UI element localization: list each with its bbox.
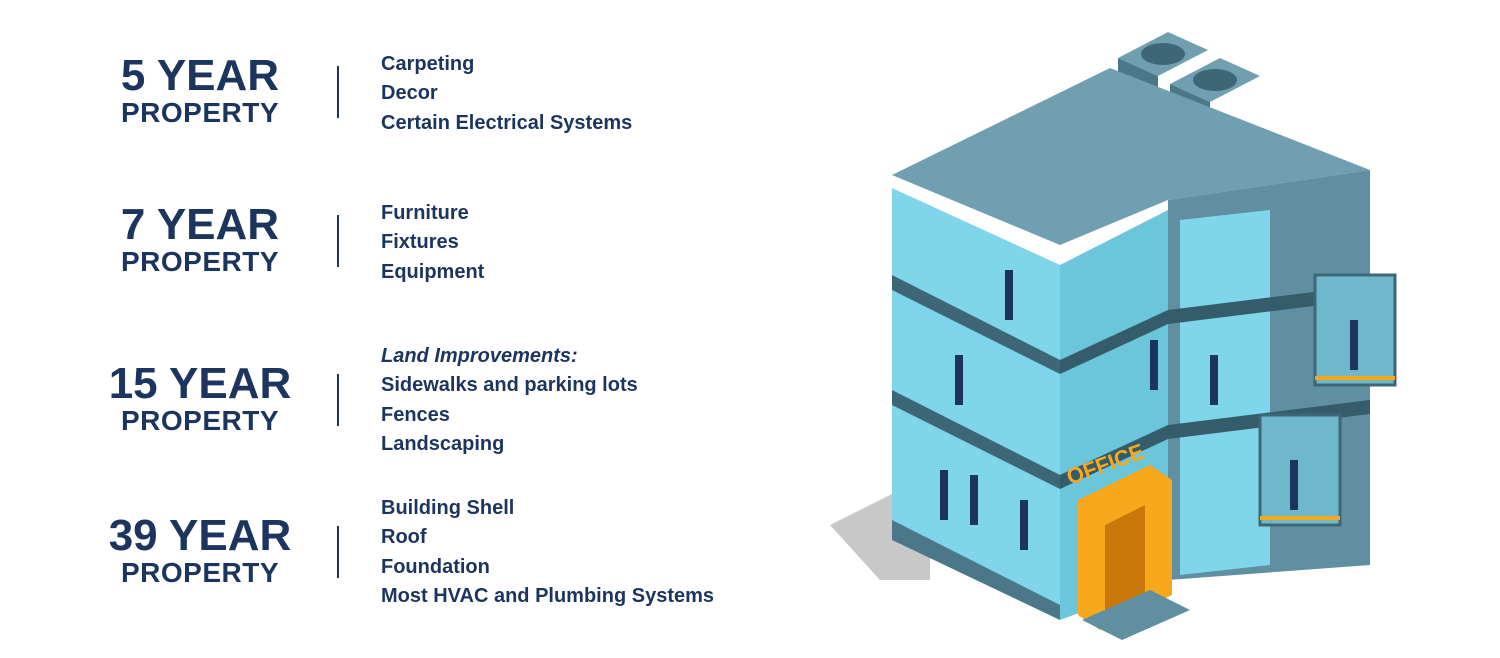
years-text: 7 YEAR (120, 200, 280, 249)
item-list: Furniture Fixtures Equipment (381, 199, 484, 287)
years-text: 39 YEAR (108, 511, 292, 560)
person-icon (1350, 320, 1358, 370)
period-label: 39 YEAR PROPERTY (80, 514, 320, 588)
fan-icon (1141, 43, 1185, 65)
list-item: Building Shell (381, 497, 515, 519)
property-text: PROPERTY (120, 97, 280, 128)
item-list: Land Improvements: Sidewalks and parking… (381, 342, 638, 459)
divider (337, 526, 339, 578)
list-item: Fences (381, 403, 450, 426)
entrance-steps (1082, 590, 1190, 640)
floor-slab (1060, 425, 1168, 489)
period-label: 7 YEAR PROPERTY (80, 203, 320, 277)
list-heading: Land Improvements: (381, 345, 578, 367)
floor-slab (892, 275, 1060, 374)
list-item: Sidewalks and parking lots (381, 374, 638, 397)
person-icon (1020, 500, 1028, 550)
office-building-illustration: OFFICE (830, 32, 1397, 640)
property-text: PROPERTY (120, 246, 280, 277)
years-text: 5 YEAR (120, 51, 280, 100)
tower-glass (1180, 210, 1270, 575)
person-icon (1150, 340, 1158, 390)
building-base (892, 520, 1060, 620)
list-item: Most HVAC and Plumbing Systems (381, 584, 715, 607)
divider (337, 374, 339, 426)
list-item: Foundation (381, 555, 490, 578)
list-item: Roof (381, 526, 427, 549)
period-label: 15 YEAR PROPERTY (80, 362, 320, 436)
list-item: Landscaping (381, 432, 505, 455)
door-opening (1105, 505, 1145, 625)
divider (337, 215, 339, 267)
floor-slab (1060, 310, 1168, 374)
property-text: PROPERTY (120, 557, 280, 588)
list-item: Furniture (381, 202, 469, 224)
people (940, 270, 1358, 550)
elevator (1258, 413, 1342, 527)
item-list: Carpeting Decor Certain Electrical Syste… (381, 50, 632, 138)
person-icon (1210, 355, 1218, 405)
years-text: 15 YEAR (108, 359, 292, 408)
item-list: Building Shell Roof Foundation Most HVAC… (381, 494, 714, 611)
floor-slab (892, 390, 1060, 489)
fan-icon (1193, 69, 1237, 91)
person-icon (1005, 270, 1013, 320)
list-item: Fixtures (381, 231, 459, 254)
roof (892, 68, 1370, 245)
glass-facade-left (892, 188, 1060, 620)
list-item: Equipment (381, 260, 485, 283)
divider (337, 66, 339, 118)
list-item: Decor (381, 82, 438, 105)
period-label: 5 YEAR PROPERTY (80, 54, 320, 128)
person-icon (940, 470, 948, 520)
person-icon (955, 355, 963, 405)
list-item: Carpeting (381, 53, 475, 75)
person-icon (1290, 460, 1298, 510)
person-icon (970, 475, 978, 525)
property-text: PROPERTY (120, 405, 280, 436)
list-item: Certain Electrical Systems (381, 111, 633, 134)
